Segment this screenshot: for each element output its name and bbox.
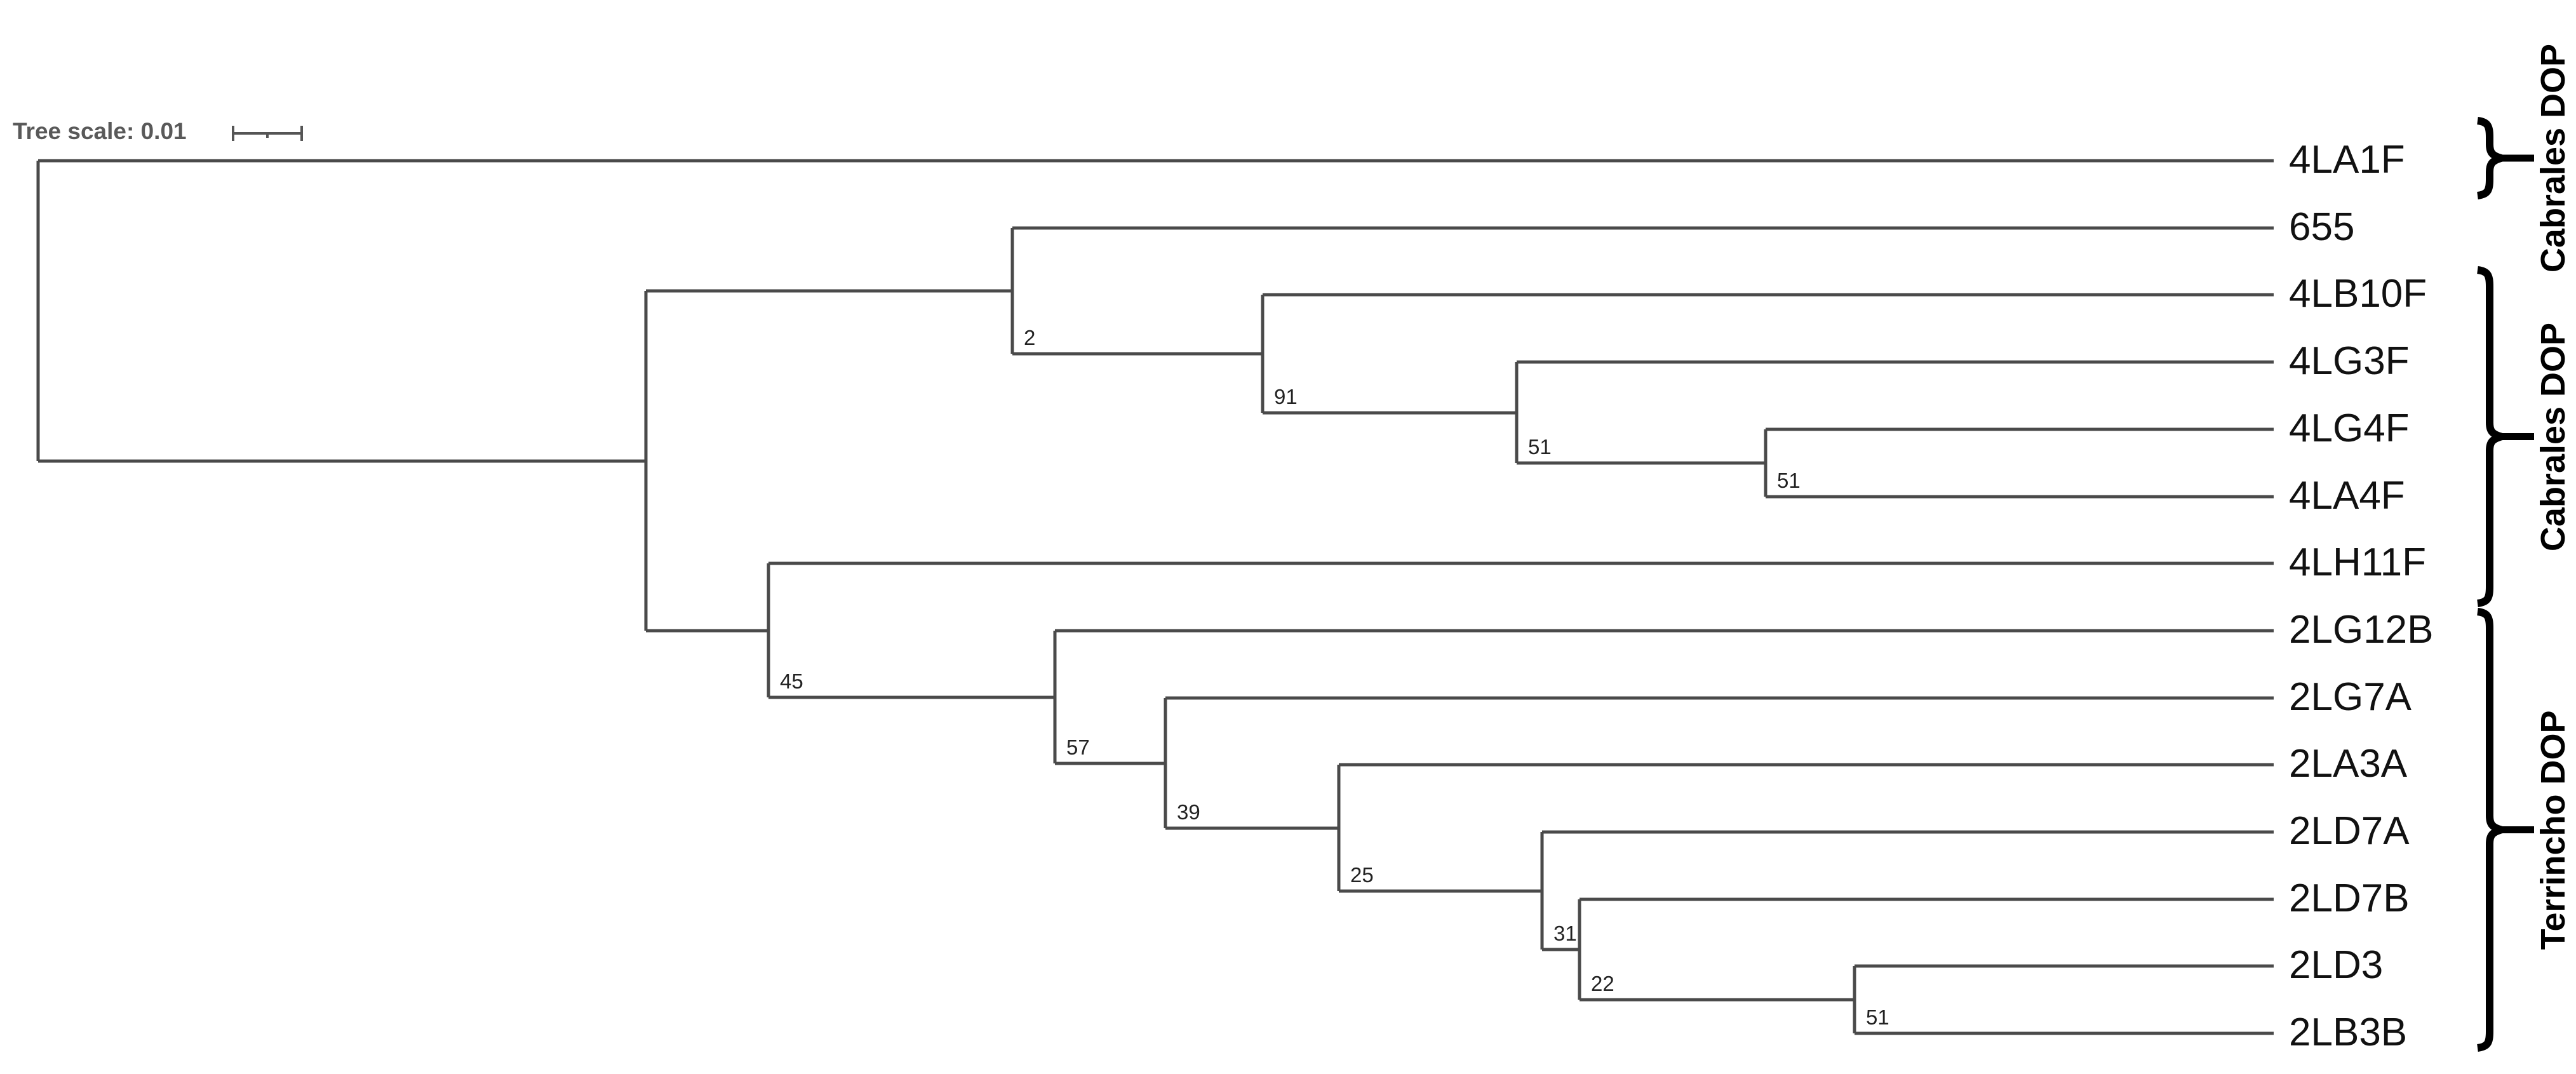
- bootstrap-value-label: 57: [1066, 735, 1090, 759]
- group-bracket-0: [2477, 117, 2515, 199]
- tree-scale-label: Tree scale: 0.01: [13, 118, 187, 144]
- bootstrap-value-label: 51: [1528, 435, 1552, 459]
- bootstrap-value-label: 51: [1777, 469, 1801, 492]
- leaf-label-2LA3A: 2LA3A: [2289, 742, 2408, 786]
- leaf-label-4LG4F: 4LG4F: [2289, 406, 2410, 451]
- leaf-label-655: 655: [2289, 205, 2355, 250]
- leaf-label-4LA4F: 4LA4F: [2289, 474, 2405, 518]
- leaf-label-4LH11F: 4LH11F: [2289, 540, 2426, 585]
- bootstrap-value-label: 25: [1350, 863, 1374, 887]
- leaf-label-2LB3B: 2LB3B: [2289, 1010, 2408, 1055]
- bootstrap-value-label: 45: [780, 669, 803, 693]
- bootstrap-value-label: 39: [1177, 800, 1200, 824]
- leaf-label-2LG7A: 2LG7A: [2289, 675, 2412, 720]
- group-bracket-1: [2477, 266, 2515, 607]
- leaf-label-4LA1F: 4LA1F: [2289, 138, 2405, 182]
- bootstrap-value-label: 31: [1553, 922, 1577, 945]
- bootstrap-value-label: 2: [1024, 326, 1036, 349]
- leaf-label-2LD7A: 2LD7A: [2289, 809, 2410, 854]
- group-label-terrincho-dop-2: Terrincho DOP: [2534, 709, 2572, 950]
- bootstrap-value-label: 22: [1591, 972, 1614, 995]
- group-label-cabrales-dop-0: Cabrales DOP: [2534, 43, 2572, 273]
- leaf-label-4LB10F: 4LB10F: [2289, 272, 2427, 316]
- leaf-label-4LG3F: 4LG3F: [2289, 339, 2410, 384]
- bootstrap-value-label: 51: [1866, 1005, 1889, 1029]
- leaf-label-2LG12B: 2LG12B: [2289, 608, 2434, 652]
- leaf-label-2LD7B: 2LD7B: [2289, 876, 2410, 921]
- group-label-cabrales-dop-1: Cabrales DOP: [2534, 322, 2572, 551]
- bootstrap-value-label: 91: [1274, 385, 1298, 408]
- leaf-label-2LD3: 2LD3: [2289, 943, 2384, 988]
- group-bracket-2: [2477, 608, 2515, 1052]
